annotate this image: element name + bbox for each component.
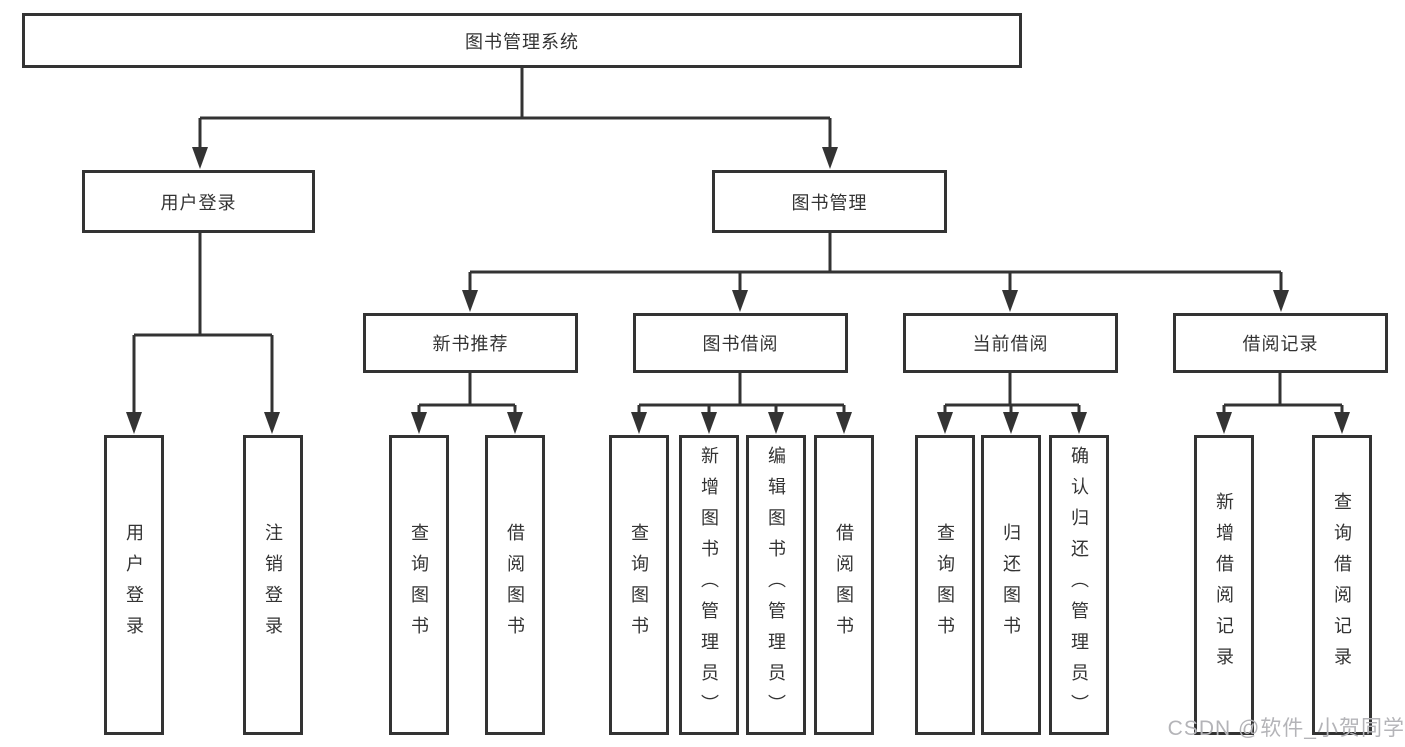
leaf-add-book-admin: 新增图书（管理员） bbox=[679, 435, 739, 735]
leaf-query-borrow-record: 查询借阅记录 bbox=[1312, 435, 1372, 735]
node-new-book-recommend: 新书推荐 bbox=[363, 313, 578, 373]
leaf-label: 借阅图书 bbox=[834, 523, 854, 647]
node-book-borrowing: 图书借阅 bbox=[633, 313, 848, 373]
leaf-label: 查询图书 bbox=[409, 523, 429, 647]
leaf-user-login: 用户登录 bbox=[104, 435, 164, 735]
leaf-label: 查询图书 bbox=[935, 523, 955, 647]
leaf-add-borrow-record: 新增借阅记录 bbox=[1194, 435, 1254, 735]
leaf-confirm-return-admin: 确认归还（管理员） bbox=[1049, 435, 1109, 735]
node-user-login: 用户登录 bbox=[82, 170, 315, 233]
leaf-label: 编辑图书（管理员） bbox=[766, 445, 786, 725]
node-borrowing-records: 借阅记录 bbox=[1173, 313, 1388, 373]
leaf-edit-book-admin: 编辑图书（管理员） bbox=[746, 435, 806, 735]
leaf-label: 确认归还（管理员） bbox=[1069, 445, 1089, 725]
leaf-label: 查询借阅记录 bbox=[1332, 492, 1352, 678]
node-label: 图书管理系统 bbox=[465, 31, 579, 52]
node-root-library-system: 图书管理系统 bbox=[22, 13, 1022, 68]
leaf-query-books-borrowing: 查询图书 bbox=[609, 435, 669, 735]
arrowheads bbox=[126, 147, 1350, 434]
csdn-watermark: CSDN @软件_小贺同学 bbox=[1167, 717, 1405, 740]
leaf-label: 新增图书（管理员） bbox=[699, 445, 719, 725]
leaf-query-books-current: 查询图书 bbox=[915, 435, 975, 735]
leaf-return-books: 归还图书 bbox=[981, 435, 1041, 735]
node-label: 用户登录 bbox=[160, 192, 237, 213]
node-label: 借阅记录 bbox=[1242, 334, 1319, 354]
leaf-label: 注销登录 bbox=[263, 523, 283, 647]
leaf-borrow-books-borrowing: 借阅图书 bbox=[814, 435, 874, 735]
leaf-query-books-recommend: 查询图书 bbox=[389, 435, 449, 735]
node-label: 新书推荐 bbox=[432, 334, 509, 354]
leaf-label: 新增借阅记录 bbox=[1214, 492, 1234, 678]
node-current-borrowing: 当前借阅 bbox=[903, 313, 1118, 373]
leaf-label: 用户登录 bbox=[124, 523, 144, 647]
node-book-management: 图书管理 bbox=[712, 170, 947, 233]
leaf-logout: 注销登录 bbox=[243, 435, 303, 735]
node-label: 当前借阅 bbox=[972, 334, 1049, 354]
leaf-label: 归还图书 bbox=[1001, 523, 1021, 647]
node-label: 图书管理 bbox=[791, 192, 868, 213]
node-label: 图书借阅 bbox=[702, 334, 779, 354]
leaf-label: 借阅图书 bbox=[505, 523, 525, 647]
leaf-label: 查询图书 bbox=[629, 523, 649, 647]
leaf-borrow-books-recommend: 借阅图书 bbox=[485, 435, 545, 735]
